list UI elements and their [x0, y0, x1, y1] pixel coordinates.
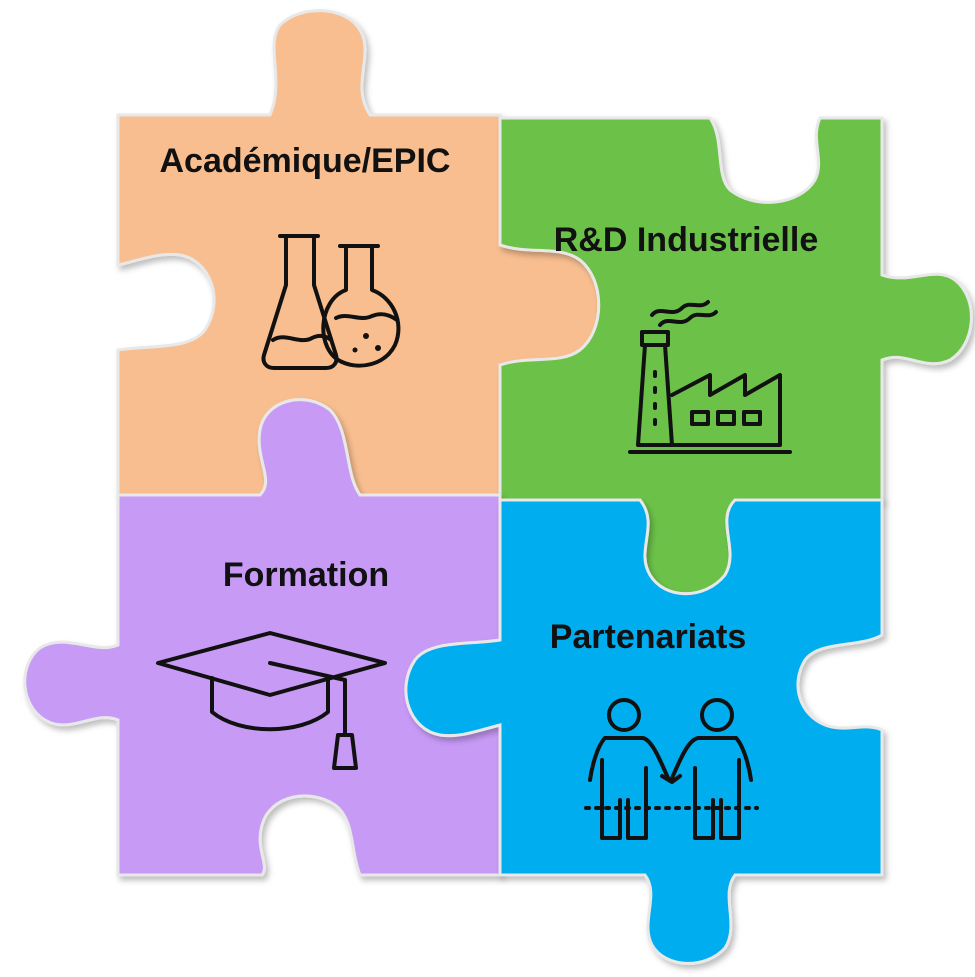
graduation-cap-icon: [156, 631, 387, 770]
label-industry: R&D Industrielle: [554, 221, 818, 259]
puzzle-piece-partners: [404, 498, 884, 965]
label-partners: Partenariats: [550, 618, 747, 656]
handshake-icon: [584, 698, 759, 840]
factory-icon: [628, 300, 792, 454]
label-academic: Académique/EPIC: [160, 142, 451, 180]
label-training: Formation: [223, 556, 389, 594]
piece-partners: [404, 498, 884, 965]
flask-icon: [261, 234, 401, 370]
